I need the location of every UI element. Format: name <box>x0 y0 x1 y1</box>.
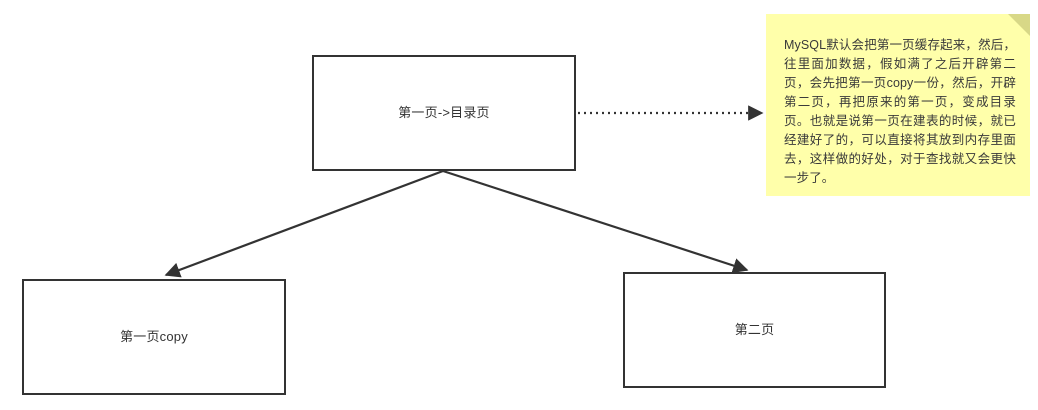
node-page-two-label: 第二页 <box>734 321 775 337</box>
node-index-page-label: 第一页->目录页 <box>398 104 490 120</box>
sticky-note-text: MySQL默认会把第一页缓存起来，然后，往里面加数据，假如满了之后开辟第二页，会… <box>784 38 1016 185</box>
edge-index-page-to-page-two <box>442 169 749 274</box>
note-fold-corner-icon <box>1008 14 1030 36</box>
node-page-one-copy[interactable]: 第一页copy <box>22 279 286 395</box>
node-page-one-copy-label: 第一页copy <box>120 328 188 344</box>
node-page-two[interactable]: 第二页 <box>623 272 886 388</box>
sticky-note[interactable]: MySQL默认会把第一页缓存起来，然后，往里面加数据，假如满了之后开辟第二页，会… <box>766 14 1030 196</box>
node-index-page[interactable]: 第一页->目录页 <box>312 55 576 171</box>
edge-index-page-to-page-one-copy <box>164 169 444 278</box>
